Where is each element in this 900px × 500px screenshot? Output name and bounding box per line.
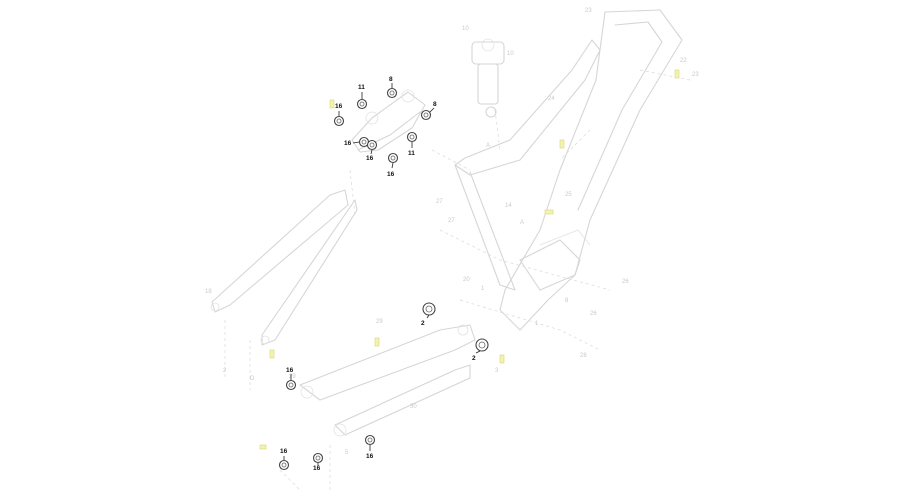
callout-label: 16 [366,155,374,162]
callout-label: 16 [387,171,395,178]
callout-label: 2 [472,355,476,362]
callout-label: 2 [421,320,425,327]
hardware-washer[interactable]: 16 [344,136,370,148]
part-label: 27 [448,218,455,224]
part-label: 5 [345,450,349,456]
hardware-washer[interactable]: 16 [387,152,399,179]
callout-label: 16 [335,103,343,110]
part-label: 29 [376,319,383,325]
part-label: 8 [565,298,569,304]
callout-label: 16 [344,140,352,147]
part-label: 10 [507,51,514,57]
hardware-washer[interactable]: 16 [278,448,290,471]
callout-label: 11 [408,150,415,157]
hardware-washer[interactable]: 16 [366,139,378,163]
part-label: 23 [585,8,592,14]
hardware-bolt[interactable]: 11 [406,131,418,158]
hardware-callouts: 11 8 16 8 16 16 11 [278,76,489,473]
hardware-washer[interactable]: 16 [333,103,345,127]
part-label: 10 [462,26,469,32]
part-label: 1 [481,286,485,292]
part-label: 14 [505,203,512,209]
hardware-bearing[interactable]: 2 [472,338,489,362]
part-label: 29 [289,374,296,380]
hardware-bolt[interactable]: 8 [420,101,438,121]
part-label: 1 [535,321,539,327]
part-label: 22 [680,58,687,64]
fastener-accents [259,69,680,450]
callout-label: 16 [366,453,374,460]
rear-shock [471,38,505,118]
part-label: A [520,220,524,226]
part-label: A [486,143,490,149]
part-label: 3 [495,368,499,374]
callout-label: 8 [433,101,437,108]
part-label: 25 [565,192,572,198]
seat-stays [210,189,358,346]
part-label: 30 [410,404,417,410]
hardware-bolt[interactable]: 8 [386,76,398,99]
callout-label: 8 [389,76,393,83]
hardware-bearing[interactable]: 2 [421,302,436,327]
part-label: 28 [580,353,587,359]
part-label: 2 [223,368,227,374]
part-label: 20 [463,277,470,283]
part-label: D [250,376,255,382]
callout-label: 16 [286,367,294,374]
part-label: 26 [590,311,597,317]
faint-labels: 23 22 23 10 10 24 25 27 27 14 26 26 28 2… [205,8,699,456]
part-label: 24 [548,96,555,102]
front-triangle [454,9,683,331]
callout-label: 16 [280,448,288,455]
chain-stays [299,324,476,437]
hardware-washer[interactable]: 16 [285,367,297,391]
part-label: 27 [436,199,443,205]
hardware-washer[interactable]: 16 [364,434,376,461]
hardware-washer[interactable]: 16 [312,452,324,473]
part-label: 18 [205,289,212,295]
callout-label: 11 [358,84,365,91]
part-label: 26 [622,279,629,285]
callout-label: 16 [313,465,321,472]
hardware-bolt[interactable]: 11 [356,84,368,110]
part-label: 23 [692,72,699,78]
leader-lines [224,69,691,491]
